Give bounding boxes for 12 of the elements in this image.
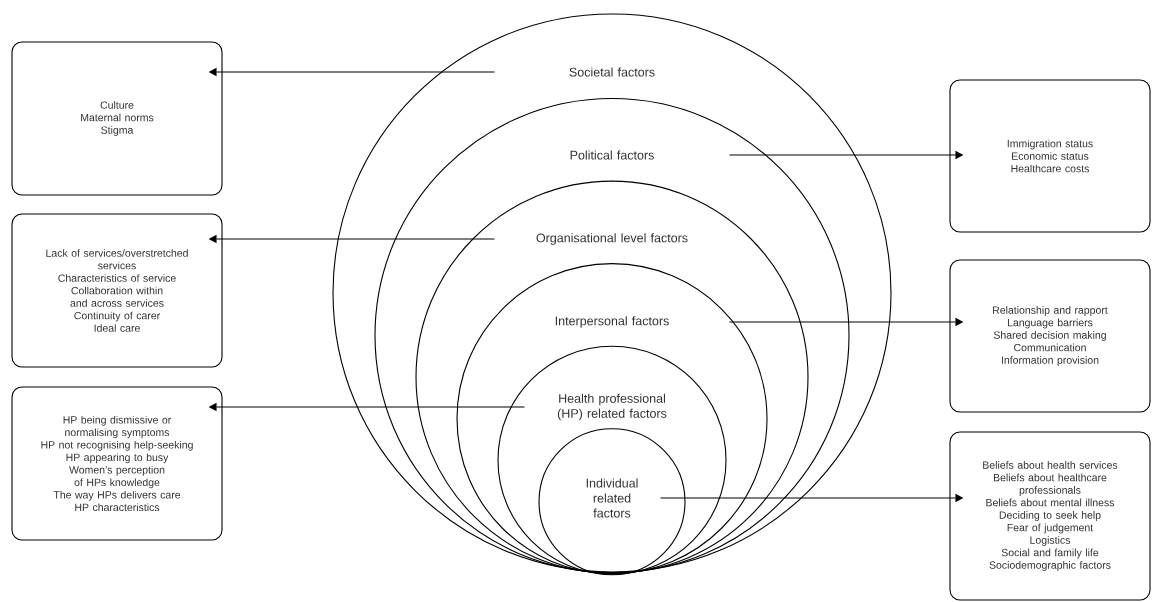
factor-label: Organisational level factors bbox=[536, 233, 688, 245]
factor-box: Beliefs about health services Beliefs about healthcare professionals Beliefs about mental illness Deciding to seek help Fear of judgement Logistics Social and family life Sociodemographic factors bbox=[949, 431, 1151, 601]
factor-label: Societal factors bbox=[569, 67, 655, 77]
factor-box: Relationship and rapport Language barriers Shared decision making Communication Information provision bbox=[949, 259, 1151, 413]
factor-box: HP being dismissive or normalising symptoms HP not recognising help-seeking HP appearing to busy Women’s perception of HPs knowledge The way HPs delivers care HP characteristics bbox=[11, 386, 223, 541]
factor-label: Individual related factors bbox=[586, 478, 638, 518]
factor-label: Health professional (HP) related factors bbox=[557, 393, 667, 421]
factor-box: Lack of services/overstretched services Characteristics of service Collaboration within and across services Continuity of carer Ideal care bbox=[11, 213, 223, 368]
factor-box: Immigration status Economic status Healthcare costs bbox=[949, 79, 1151, 233]
factor-label: Political factors bbox=[570, 150, 654, 160]
factor-label: Interpersonal factors bbox=[555, 316, 669, 328]
factor-box: Culture Maternal norms Stigma bbox=[11, 41, 223, 196]
